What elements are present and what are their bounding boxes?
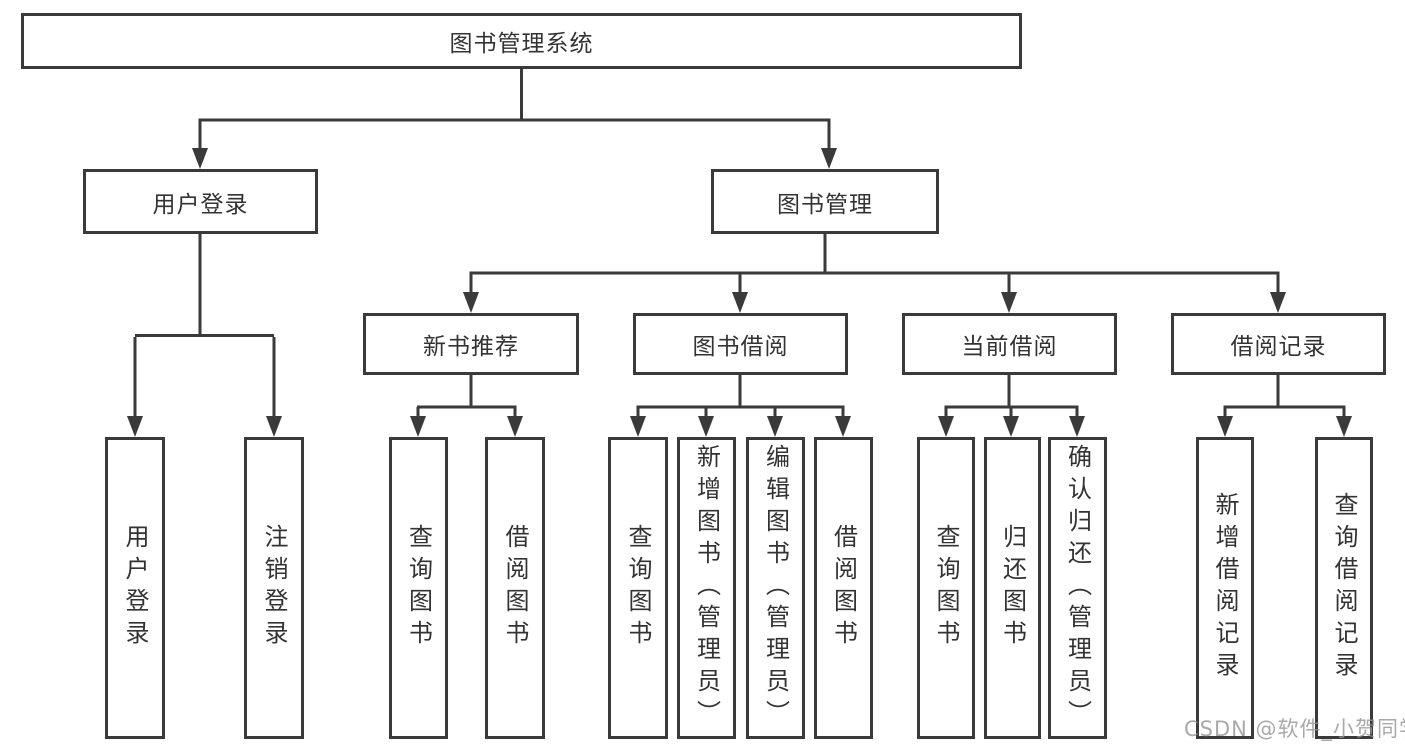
node-book-management: 图书管理 [711,169,939,234]
leaf-current-confirm-return-admin: 确认归还（管理员） [1048,437,1107,739]
connector-bookmgmt-to-level3 [469,234,1280,297]
leaf-records-add-record: 新增借阅记录 [1196,437,1254,739]
connector-current-to-leaves [944,375,1079,422]
leaf-borrowing-add-books-admin: 新增图书（管理员） [677,437,736,739]
leaf-current-return-books: 归还图书 [984,437,1041,739]
leaf-newrec-query-books: 查询图书 [389,437,448,739]
node-new-book-recommendation: 新书推荐 [363,313,579,375]
connector-root-to-level2 [198,69,831,152]
node-user-login: 用户登录 [83,169,318,234]
connector-newrec-to-leaves [416,375,517,422]
leaf-newrec-borrow-books: 借阅图书 [485,437,545,739]
connector-records-to-leaves [1223,375,1346,422]
node-library-management-system: 图书管理系统 [21,13,1022,69]
leaf-borrowing-edit-books-admin: 编辑图书（管理员） [746,437,805,739]
leaf-user-login: 用户登录 [105,437,165,739]
leaf-borrowing-borrow-books: 借阅图书 [814,437,873,739]
node-current-borrowing: 当前借阅 [902,313,1117,375]
leaf-logout: 注销登录 [244,437,304,739]
leaf-borrowing-query-books: 查询图书 [608,437,668,739]
leaf-records-query-record: 查询借阅记录 [1315,437,1373,739]
node-borrowing-records: 借阅记录 [1171,313,1386,375]
leaf-current-query-books: 查询图书 [917,437,975,739]
watermark: CSDN @软件_小贺同学 [1184,717,1405,741]
connector-userlogin-to-leaves [133,234,276,422]
node-book-borrowing: 图书借阅 [633,313,848,375]
connector-borrowing-to-leaves [636,375,845,422]
